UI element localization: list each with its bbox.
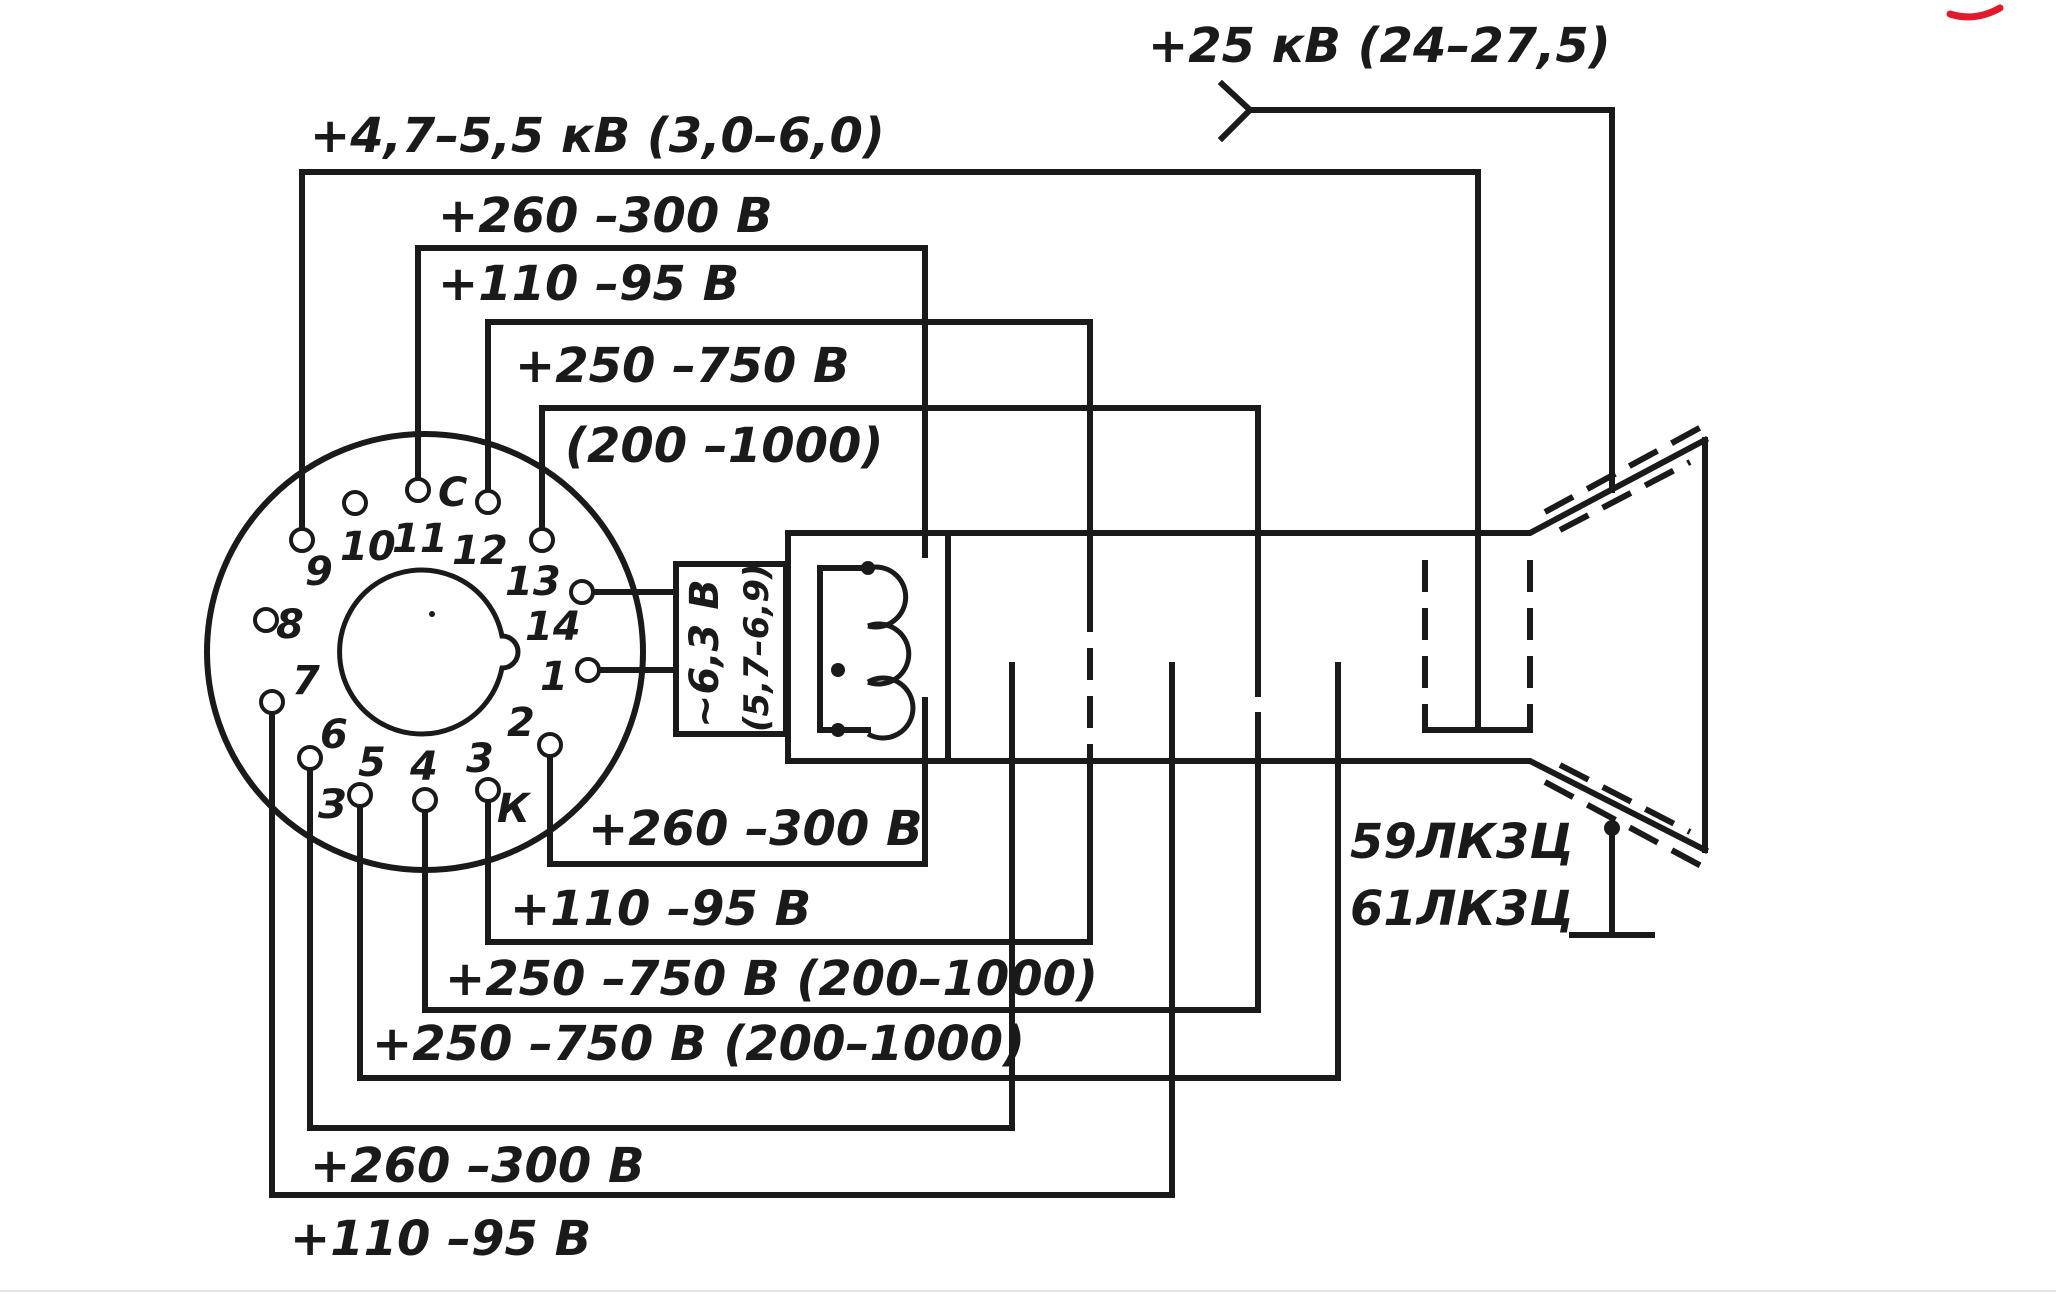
wire-pin9-focus [299,169,1481,733]
bottom-border [0,1290,2056,1292]
wire-pin12 [485,319,1093,603]
label-tube-type-2: 61ЛК3Ц [1350,881,1574,937]
pin-label-1: 1 [540,654,568,700]
pin-label-3: 3 [466,736,494,782]
tube-coating-top [1543,422,1707,515]
label-focus-voltage: +4,7–5,5 кВ (3,0–6,0) [310,108,885,164]
heater-coil-2 [867,621,912,687]
pin-2 [537,732,563,758]
label-v250-low: +250 –750 В (200–1000) [372,1016,1025,1072]
pin-labels: 9 10 11 С 12 13 14 1 2 3 К 4 5 6 З 7 8 [276,470,581,832]
wire-pin7 [269,662,1175,1198]
wire-pin13 [539,405,1261,668]
pin-label-9: 9 [305,549,333,595]
voltage-labels: +25 кВ (24–27,5) +4,7–5,5 кВ (3,0–6,0) +… [290,18,1611,1267]
wires [269,79,1615,1198]
wire-pin5 [357,662,1341,1081]
pin-label-7: 7 [292,658,320,704]
red-pen-mark [1946,4,2004,21]
pin-label-11: 11 [392,516,448,562]
wire-pin4 [422,712,1261,1013]
pin-4 [412,787,438,813]
pin-label-12: 12 [452,528,508,574]
wire-pin3 [485,747,1093,945]
label-v260-top: +260 –300 В [438,188,773,244]
ground-lead [1569,825,1655,938]
pin-label-4: 4 [409,744,438,790]
tube-neck-top [785,435,1710,536]
pin-6 [297,745,323,771]
pin-9 [289,527,315,553]
tube-coating-top-2 [1558,459,1692,533]
pin-14 [569,579,595,605]
label-v260-mid: +260 –300 В [588,801,923,857]
tube-neck-bottom [785,758,1710,855]
pin-label-8: 8 [276,602,304,648]
heater-box [673,561,789,737]
socket-key-hole [337,567,521,737]
pin-7 [259,689,285,715]
pin-label-14: 14 [525,604,581,650]
wire-pin2 [547,697,928,867]
tube-coating-bottom [1543,779,1707,871]
pin-11 [405,477,431,503]
wire-pin6 [307,662,1015,1131]
wire-anode-25kv [1217,79,1615,493]
socket-pins [253,477,601,813]
pin-8 [253,607,279,633]
pin-label-5: 5 [358,740,386,786]
cathode-inner-bracket [817,565,871,733]
pin-label-k: К [497,786,532,832]
ground-junction [1604,820,1620,836]
pin-1 [575,657,601,683]
pin-12 [475,489,501,515]
pin-label-2: 2 [507,700,535,746]
label-tube-type-1: 59ЛК3Ц [1350,814,1574,870]
pin-label-6: 6 [320,712,348,758]
label-heater-voltage: ~6,3 В [682,579,728,728]
crt-tube [785,422,1710,938]
coil-junction-2 [831,663,845,677]
label-heater-range: (5,7–6,9) [737,563,777,732]
coil-junction-3 [831,723,845,737]
label-v250-mid: +250 –750 В (200–1000) [445,951,1098,1007]
heater-coil-3 [866,675,916,741]
pin-13 [529,527,555,553]
label-v250-top: +250 –750 В [515,338,850,394]
wire-pin11 [415,245,928,558]
tube-coating-bottom-2 [1558,762,1692,835]
heater-coil-1 [867,564,909,630]
pin-3 [475,777,501,803]
pin-label-c: С [438,470,467,516]
pin-5 [347,782,373,808]
electron-gun [673,530,1533,790]
socket-center-dot [429,611,435,617]
pin-10 [342,490,368,516]
pin-label-10: 10 [340,524,396,570]
pin-label-13: 13 [505,559,561,605]
pin-label-3g: З [317,782,346,828]
coil-junction-1 [861,561,875,575]
label-v110-mid: +110 –95 В [510,881,811,937]
label-v250-top-range: (200 –1000) [565,418,883,474]
label-v110-bottom: +110 –95 В [290,1211,591,1267]
label-anode-voltage: +25 кВ (24–27,5) [1148,18,1611,74]
label-v260-bottom: +260 –300 В [310,1138,645,1194]
label-v110-top: +110 –95 В [438,256,739,312]
